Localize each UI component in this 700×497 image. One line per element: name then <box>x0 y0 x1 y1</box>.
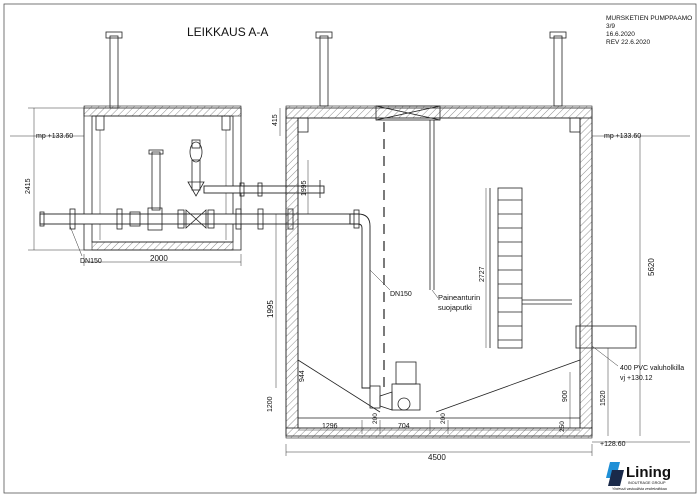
dim-900: 900 <box>562 390 569 402</box>
discharge-riser <box>349 209 371 389</box>
label-dn150-left: DN150 <box>80 258 102 265</box>
wet-well <box>285 31 637 439</box>
dimension-lines <box>28 107 641 456</box>
dn150-pipeline <box>39 139 351 231</box>
section-title: LEIKKAUS A-A <box>187 25 268 39</box>
sheet-border <box>3 3 697 494</box>
dim-2727: 2727 <box>479 266 486 282</box>
dim-200-b: 200 <box>440 413 447 424</box>
dim-1296: 1296 <box>322 423 338 430</box>
logo-group: INOUTRAGE GROUP <box>628 481 666 485</box>
dim-415: 415 <box>272 114 279 126</box>
dim-2415: 2415 <box>25 178 32 194</box>
dim-1995-left: 1995 <box>266 300 275 318</box>
revision-date: REV 22.6.2020 <box>606 39 650 46</box>
level-mp-left: mp +133.60 <box>36 133 73 140</box>
lining-logo: Lining INOUTRAGE GROUP Yhdessä vastuulli… <box>604 458 692 491</box>
dim-2000: 2000 <box>150 254 168 263</box>
level-markers: mp +133.60 mp +133.60 +128.60 <box>10 133 690 448</box>
dim-4500: 4500 <box>428 453 446 462</box>
label-sensor-line2: suojaputki <box>438 303 472 312</box>
logo-tagline: Yhdessä vastuullista vesitekniikkaa <box>612 487 667 491</box>
drawing-date: 16.6.2020 <box>606 31 635 38</box>
dim-5620: 5620 <box>647 258 656 276</box>
dim-1520: 1520 <box>600 390 607 406</box>
project-name: MURSKETIEN PUMPPAAMO <box>606 15 692 22</box>
label-pvc-line1: 400 PVC valuholkilla <box>620 365 684 372</box>
dim-704: 704 <box>398 423 410 430</box>
level-bottom: +128.60 <box>600 441 626 448</box>
dim-1200: 1200 <box>267 396 274 412</box>
logo-name: Lining <box>626 464 671 481</box>
sheet-number: 3/9 <box>606 23 615 30</box>
title-block: MURSKETIEN PUMPPAAMO 3/9 16.6.2020 REV 2… <box>606 15 692 46</box>
level-mp-right: mp +133.60 <box>604 133 641 140</box>
lining-logo-mark <box>606 462 624 486</box>
dim-200-a: 200 <box>372 413 379 424</box>
label-dn150-mid: DN150 <box>390 291 412 298</box>
dimension-texts: 415 2415 1995 2000 2727 5620 1995 944 12… <box>25 114 656 462</box>
label-pvc-line2: vj +130.12 <box>620 375 653 382</box>
dim-1995-top: 1995 <box>301 180 308 196</box>
dim-250: 250 <box>559 421 566 432</box>
callouts: DN150 DN150 Paineanturin suojaputki 400 … <box>69 225 684 382</box>
dim-944: 944 <box>299 370 306 382</box>
label-sensor-line1: Paineanturin <box>438 293 480 302</box>
